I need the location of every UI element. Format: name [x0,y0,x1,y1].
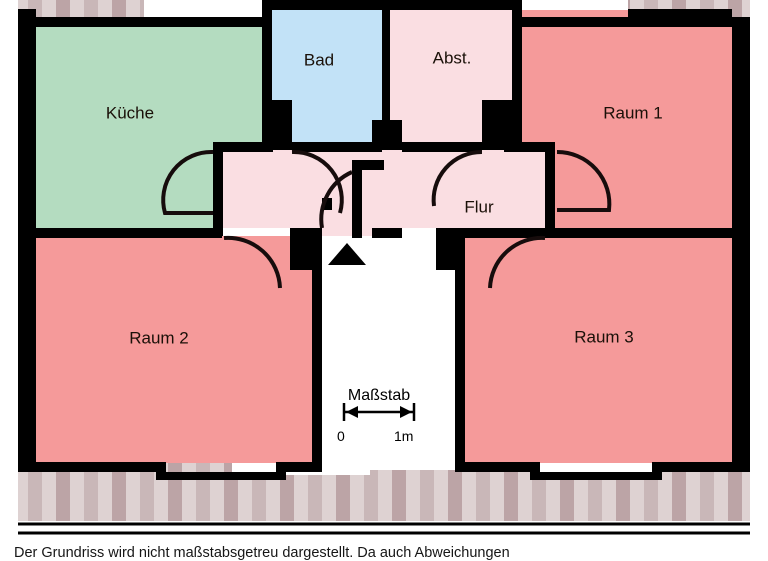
scale-bar-title: Maßstab [348,387,410,404]
room-area-bad [272,10,382,150]
room-label-raum3: Raum 3 [574,327,634,346]
room-area-flur [213,150,555,228]
room-label-abst: Abst. [433,48,472,67]
room-label-bad: Bad [304,50,334,69]
scale-bar-arrowhead-right [400,406,412,418]
room-area-kueche [36,17,262,228]
door-swing-raum2 [223,235,282,289]
room-label-kueche: Küche [106,103,154,122]
room-area-raum1 [522,10,732,228]
scale-bar: Maßstab 0 1m [337,387,416,444]
scale-bar-start-label: 0 [337,428,345,444]
scale-disclaimer-text: Der Grundriss wird nicht maßstabsgetreu … [14,545,510,561]
door-swing-bad [291,149,344,214]
room-label-raum2: Raum 2 [129,328,189,347]
room-labels: Küche Bad Abst. Raum 1 Flur Raum 2 Raum … [106,48,663,347]
door-swings [161,149,612,289]
room-area-raum3 [455,236,732,470]
footer-divider [18,522,750,535]
entrance-direction-arrow [328,243,366,265]
door-swing-raum3 [488,235,546,289]
door-swing-flur [319,170,353,229]
room-label-flur: Flur [464,197,494,216]
walls [18,0,750,480]
room-area-raum2 [36,236,322,470]
scale-bar-arrowhead-left [346,406,358,418]
room-label-raum1: Raum 1 [603,103,663,122]
door-swing-raum1 [556,149,612,212]
scale-bar-end-label: 1m [394,428,413,444]
room-area-abst [390,10,512,150]
door-swing-kueche [161,149,214,215]
door-swing-abst [431,149,483,207]
